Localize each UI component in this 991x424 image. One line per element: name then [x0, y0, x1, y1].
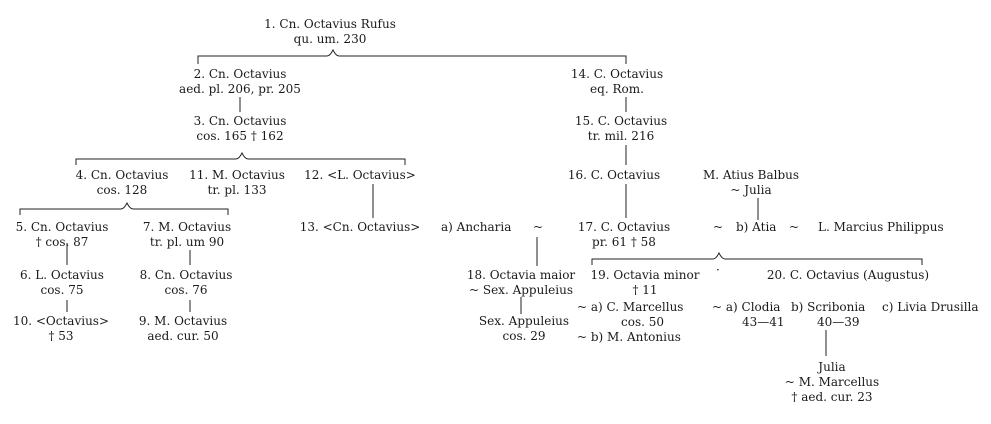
- node-1: 1. Cn. Octavius Rufus qu. um. 230: [264, 17, 396, 47]
- node-20: 20. C. Octavius (Augustus): [767, 268, 929, 283]
- node-19-name: 19. Octavia minor: [590, 268, 700, 282]
- spouse-clodia-name: ~ a) Clodia: [712, 300, 781, 314]
- node-6-name: 6. L. Octavius: [20, 268, 104, 282]
- tilde-ancharia: ~: [533, 220, 544, 234]
- node-7-name: 7. M. Octavius: [142, 220, 232, 234]
- spouse-livia: c) Livia Drusilla: [882, 300, 979, 314]
- node-19-death: † 11: [632, 283, 658, 297]
- julia-spouse-office: † aed. cur. 23: [791, 390, 873, 404]
- brace-n3-children: [75, 151, 406, 165]
- node-2-name: 2. Cn. Octavius: [193, 67, 287, 81]
- node-5-office: † cos. 87: [35, 235, 89, 249]
- spouse-antonius: ~ b) M. Antonius: [577, 330, 681, 344]
- node-14-name: 14. C. Octavius: [570, 67, 664, 81]
- node-10-name: 10. <Octavius>: [12, 314, 110, 328]
- node-13-name: 13. <Cn. Octavius>: [299, 220, 421, 234]
- daughter-julia: Julia ~ M. Marcellus † aed. cur. 23: [785, 360, 879, 405]
- node-7: 7. M. Octavius tr. pl. um 90: [143, 220, 231, 250]
- tilde-n17: ~: [713, 220, 724, 234]
- node-11-office: tr. pl. 133: [207, 183, 267, 197]
- node-3: 3. Cn. Octavius cos. 165 † 162: [194, 114, 287, 144]
- brace-n1-children: [197, 48, 627, 64]
- atius-balbus-spouse: ~ Julia: [730, 183, 772, 197]
- node-18: 18. Octavia maior ~ Sex. Appuleius: [467, 268, 575, 298]
- node-3-office: cos. 165 † 162: [196, 129, 284, 143]
- node-8: 8. Cn. Octavius cos. 76: [140, 268, 233, 298]
- dot-mark: ·: [716, 263, 720, 277]
- node-9-office: aed. cur. 50: [147, 329, 219, 343]
- node-20-name: 20. C. Octavius (Augustus): [766, 268, 930, 282]
- node-9: 9. M. Octavius aed. cur. 50: [139, 314, 227, 344]
- node-12: 12. <L. Octavius>: [304, 168, 416, 183]
- node-11: 11. M. Octavius tr. pl. 133: [189, 168, 285, 198]
- spouse-atia: b) Atia: [736, 220, 777, 234]
- node-19: 19. Octavia minor † 11: [591, 268, 700, 298]
- node-17-name: 17. C. Octavius: [577, 220, 671, 234]
- node-17: 17. C. Octavius pr. 61 † 58: [578, 220, 670, 250]
- node-6-office: cos. 75: [40, 283, 84, 297]
- node-7-office: tr. pl. um 90: [149, 235, 225, 249]
- spouse-scribonia: b) Scribonia 40—39: [791, 300, 865, 330]
- node-18-name: 18. Octavia maior: [466, 268, 576, 282]
- node-8-name: 8. Cn. Octavius: [139, 268, 233, 282]
- node-2: 2. Cn. Octavius aed. pl. 206, pr. 205: [179, 67, 301, 97]
- atius-balbus: M. Atius Balbus ~ Julia: [703, 168, 799, 198]
- node-5: 5. Cn. Octavius † cos. 87: [16, 220, 109, 250]
- tilde-atia: ~: [789, 220, 800, 234]
- julia-spouse: ~ M. Marcellus: [784, 375, 880, 389]
- julia-name: Julia: [818, 360, 846, 374]
- node-8-office: cos. 76: [164, 283, 208, 297]
- node-18-spouse: ~ Sex. Appuleius: [468, 283, 574, 297]
- spouse-philippus: L. Marcius Philippus: [818, 220, 944, 234]
- node-9-name: 9. M. Octavius: [138, 314, 228, 328]
- spouse-ancharia: a) Ancharia: [441, 220, 512, 234]
- node-15-name: 15. C. Octavius: [574, 114, 668, 128]
- node-1-office: qu. um. 230: [293, 32, 367, 46]
- node-13: 13. <Cn. Octavius>: [300, 220, 421, 235]
- node-2-office: aed. pl. 206, pr. 205: [179, 82, 301, 96]
- node-15: 15. C. Octavius tr. mil. 216: [575, 114, 667, 144]
- brace-n17-children: [591, 251, 923, 265]
- node-10: 10. <Octavius> † 53: [13, 314, 109, 344]
- node-17-office: pr. 61 † 58: [592, 235, 656, 249]
- node-4-name: 4. Cn. Octavius: [75, 168, 169, 182]
- brace-n4-children: [19, 201, 229, 215]
- node-1-name: 1. Cn. Octavius Rufus: [264, 17, 396, 31]
- node-3-name: 3. Cn. Octavius: [193, 114, 287, 128]
- node-16: 16. C. Octavius: [568, 168, 660, 183]
- node-14: 14. C. Octavius eq. Rom.: [571, 67, 663, 97]
- son-appuleius-office: cos. 29: [502, 329, 546, 343]
- node-15-office: tr. mil. 216: [587, 129, 655, 143]
- spouse-marcellus-office: cos. 50: [621, 315, 665, 329]
- node-14-office: eq. Rom.: [590, 82, 644, 96]
- node-11-name: 11. M. Octavius: [189, 168, 285, 182]
- spouse-scribonia-years: 40—39: [817, 315, 860, 329]
- spouse-clodia-years: 43—41: [742, 315, 785, 329]
- node-4: 4. Cn. Octavius cos. 128: [76, 168, 169, 198]
- son-appuleius-name: Sex. Appuleius: [478, 314, 570, 328]
- spouse-clodia: ~ a) Clodia 43—41: [712, 300, 785, 330]
- atius-balbus-name: M. Atius Balbus: [702, 168, 800, 182]
- node-4-office: cos. 128: [96, 183, 148, 197]
- spouse-marcellus-name: ~ a) C. Marcellus: [577, 300, 684, 314]
- node-5-name: 5. Cn. Octavius: [15, 220, 109, 234]
- spouse-marcellus: ~ a) C. Marcellus cos. 50: [577, 300, 683, 330]
- node-6: 6. L. Octavius cos. 75: [20, 268, 104, 298]
- node-16-name: 16. C. Octavius: [567, 168, 661, 182]
- spouse-scribonia-name: b) Scribonia: [791, 300, 866, 314]
- son-appuleius: Sex. Appuleius cos. 29: [479, 314, 569, 344]
- node-12-name: 12. <L. Octavius>: [304, 168, 416, 182]
- node-10-office: † 53: [48, 329, 74, 343]
